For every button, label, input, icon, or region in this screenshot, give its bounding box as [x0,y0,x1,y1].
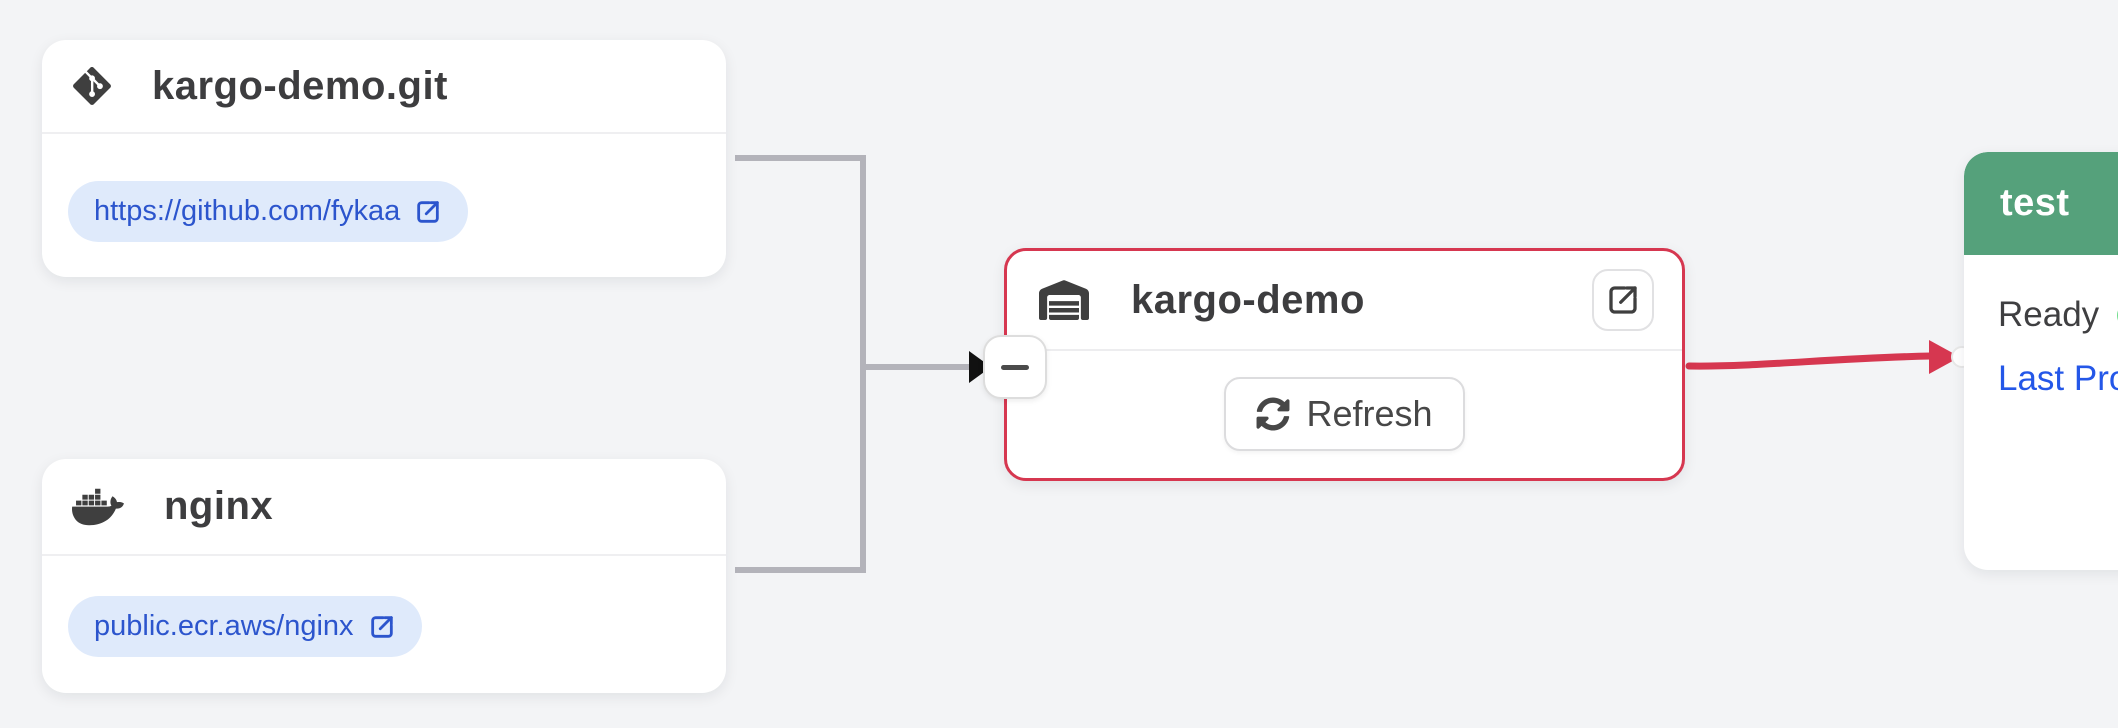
external-link-icon [1609,286,1637,314]
subscription-card-git-body: https://github.com/fykaa [42,134,726,242]
refresh-button[interactable]: Refresh [1224,376,1465,451]
stage-status-label: Ready [1998,295,2100,334]
refresh-icon [1257,397,1290,430]
last-promotion-link[interactable]: Last Promotion [1998,359,2118,398]
collapse-minus-icon [1001,364,1029,370]
warehouse-external-link-button[interactable] [1592,269,1654,331]
stage-card-test[interactable]: test Ready Last Promotion [1964,152,2118,570]
repo-link-image-label: public.ecr.aws/nginx [94,610,354,642]
subscription-card-git[interactable]: kargo-demo.git https://github.com/fykaa [42,40,726,277]
external-link-icon [417,200,440,223]
docker-icon [72,486,124,528]
repo-link-git[interactable]: https://github.com/fykaa [68,181,469,242]
edge-git-to-warehouse [735,155,969,370]
subscription-card-image-body: public.ecr.aws/nginx [42,556,726,657]
promote-arrowhead-icon [1929,340,1960,374]
git-icon [72,66,112,106]
refresh-button-label: Refresh [1306,392,1433,434]
subscription-title: nginx [164,484,274,528]
repo-link-git-label: https://github.com/fykaa [94,195,401,227]
edge-warehouse-to-stage [1685,352,1935,370]
subscription-card-image[interactable]: nginx public.ecr.aws/nginx [42,459,726,693]
stage-card-header: test [1964,152,2118,255]
edge-image-to-warehouse [735,364,969,573]
external-link-icon [370,615,393,638]
edge-arrowhead-icon [969,351,991,383]
warehouse-title: kargo-demo [1131,277,1365,322]
warehouse-node-body: Refresh [1007,351,1682,476]
collapse-button[interactable] [983,335,1047,399]
warehouse-node-kargo-demo[interactable]: kargo-demo Refresh [983,248,1685,481]
repo-link-image[interactable]: public.ecr.aws/nginx [68,596,422,657]
subscription-card-git-header: kargo-demo.git [42,40,726,134]
stage-card-body: Ready Last Promotion [1964,255,2118,399]
subscription-card-image-header: nginx [42,459,726,556]
warehouse-icon [1039,278,1089,322]
subscription-title: kargo-demo.git [152,63,448,108]
stage-title: test [2000,182,2070,224]
warehouse-node-header: kargo-demo [1007,251,1682,351]
stage-status-row: Ready [1998,295,2118,335]
